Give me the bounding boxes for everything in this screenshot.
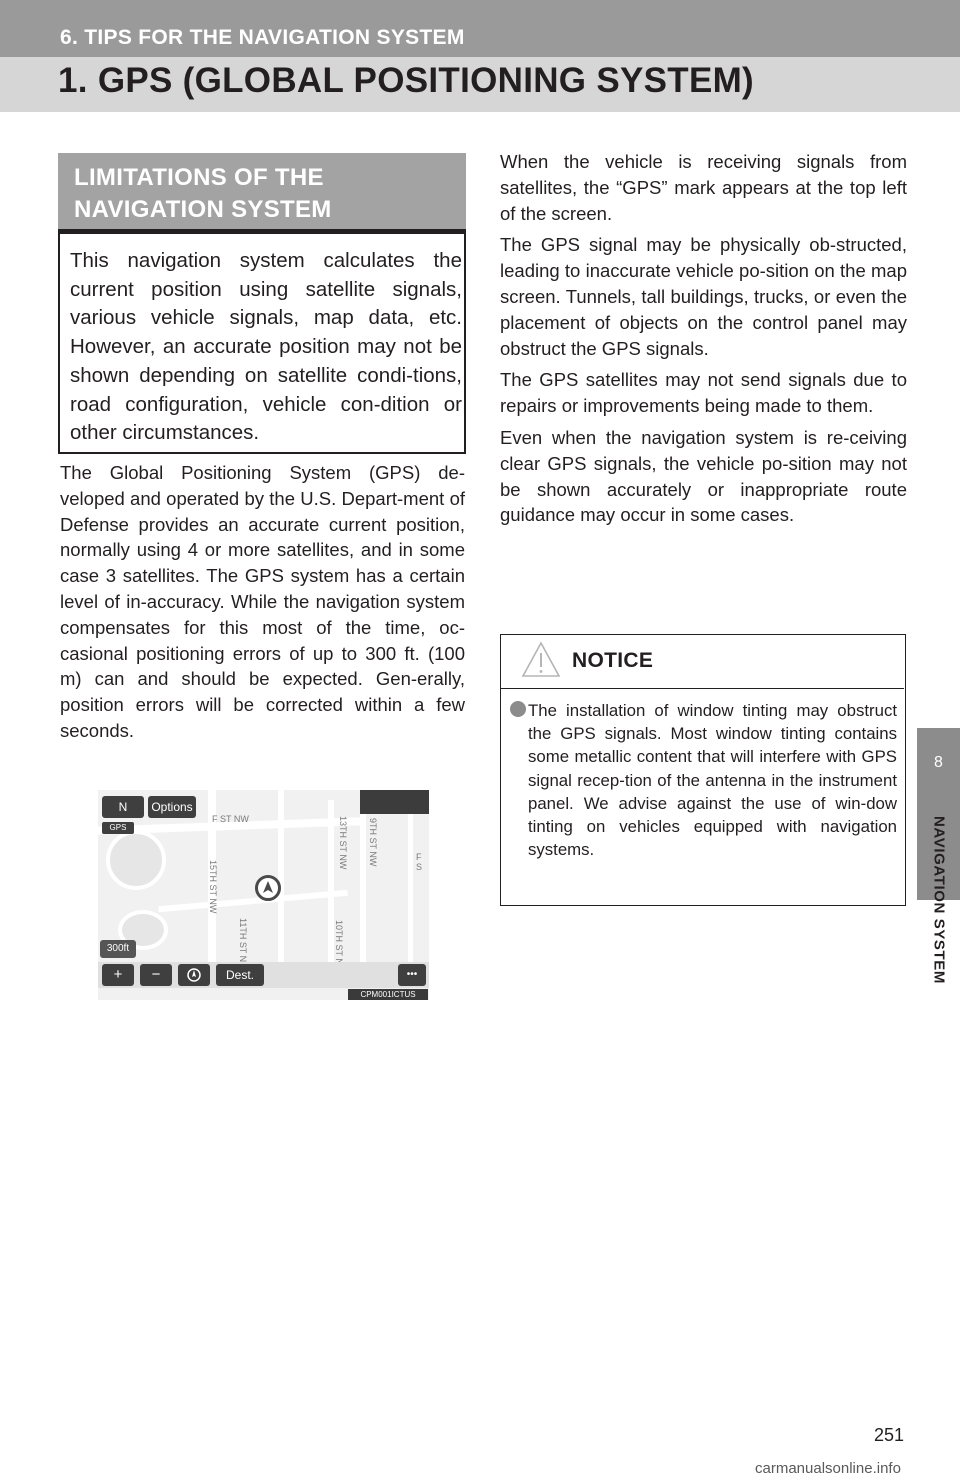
dest-label: Dest. xyxy=(225,968,254,982)
map-street xyxy=(408,814,413,962)
right-column: When the vehicle is receiving signals fr… xyxy=(500,149,907,534)
vehicle-position-marker xyxy=(255,875,281,901)
section-strip xyxy=(0,0,960,57)
limitations-box-body: This navigation system calculates the cu… xyxy=(58,234,466,454)
options-button[interactable]: Options xyxy=(148,796,196,818)
chapter-label-text: NAVIGATION SYSTEM xyxy=(930,816,948,984)
navigation-map-screenshot: F ST NW 15TH ST NW 11TH ST NW 10TH ST NW… xyxy=(98,790,429,1000)
map-street-label: 13TH ST NW xyxy=(338,816,348,870)
limitations-title-line-2: NAVIGATION SYSTEM xyxy=(74,196,332,223)
limitations-box-rule xyxy=(58,229,466,234)
chapter-tab: 8 xyxy=(917,728,960,900)
image-code: CPM001ICTUS xyxy=(348,989,428,1000)
section-title: 6. TIPS FOR THE NAVIGATION SYSTEM xyxy=(60,26,465,49)
limitations-box-header: LIMITATIONS OF THE NAVIGATION SYSTEM xyxy=(58,153,466,229)
map-street-label: F ST NW xyxy=(212,814,249,824)
watermark: carmanualsonline.info xyxy=(755,1460,901,1477)
destination-button[interactable]: Dest. xyxy=(216,964,264,986)
north-up-button[interactable]: N xyxy=(102,796,144,818)
map-street xyxy=(360,814,366,962)
zoom-out-icon: − xyxy=(151,966,161,983)
limitations-title-line-1: LIMITATIONS OF THE xyxy=(74,164,324,191)
page-title: 1. GPS (GLOBAL POSITIONING SYSTEM) xyxy=(58,61,755,100)
satellite-repair-paragraph: The GPS satellites may not send signals … xyxy=(500,369,907,417)
page-number: 251 xyxy=(874,1425,905,1445)
chapter-label: NAVIGATION SYSTEM xyxy=(919,800,959,1000)
map-street xyxy=(278,790,284,962)
map-top-bar xyxy=(360,790,429,814)
north-label: N xyxy=(118,800,128,814)
map-street-label: 15TH ST NW xyxy=(208,860,218,914)
map-scale: 300ft xyxy=(100,940,136,958)
limitations-box-text: This navigation system calculates the cu… xyxy=(70,249,462,445)
notice-text: The installation of window tinting may o… xyxy=(528,701,897,860)
gps-mark-paragraph: When the vehicle is receiving signals fr… xyxy=(500,151,907,224)
map-street xyxy=(328,800,334,962)
map-street xyxy=(208,790,216,962)
accuracy-paragraph: Even when the navigation system is re-ce… xyxy=(500,426,907,526)
more-icon: ••• xyxy=(406,969,418,980)
zoom-in-icon: + xyxy=(113,966,123,983)
gps-mark-label: GPS xyxy=(109,823,127,832)
vehicle-arrow-icon xyxy=(263,881,273,893)
bullet-icon xyxy=(510,701,526,717)
scale-label: 300ft xyxy=(106,943,130,954)
gps-description-paragraph: The Global Positioning System (GPS) de-v… xyxy=(60,462,465,741)
zoom-in-button[interactable]: + xyxy=(102,964,134,986)
heading-button[interactable] xyxy=(178,964,210,986)
warning-triangle-icon xyxy=(521,641,561,677)
limitations-box-title: LIMITATIONS OF THE NAVIGATION SYSTEM xyxy=(74,162,332,226)
map-street-label: 9TH ST NW xyxy=(368,818,378,867)
chapter-number: 8 xyxy=(934,754,943,771)
gps-mark: GPS xyxy=(102,822,134,834)
notice-header: NOTICE xyxy=(501,635,904,689)
map-street xyxy=(158,889,348,913)
zoom-out-button[interactable]: − xyxy=(140,964,172,986)
options-label: Options xyxy=(151,800,193,814)
obstruction-paragraph: The GPS signal may be physically ob-stru… xyxy=(500,234,907,359)
map-street-label: F S xyxy=(416,852,423,872)
map-circle-park xyxy=(106,830,166,890)
more-options-button[interactable]: ••• xyxy=(398,964,426,986)
compass-icon xyxy=(187,968,201,982)
notice-box: NOTICE The installation of window tintin… xyxy=(500,634,906,906)
notice-title: NOTICE xyxy=(572,649,654,672)
